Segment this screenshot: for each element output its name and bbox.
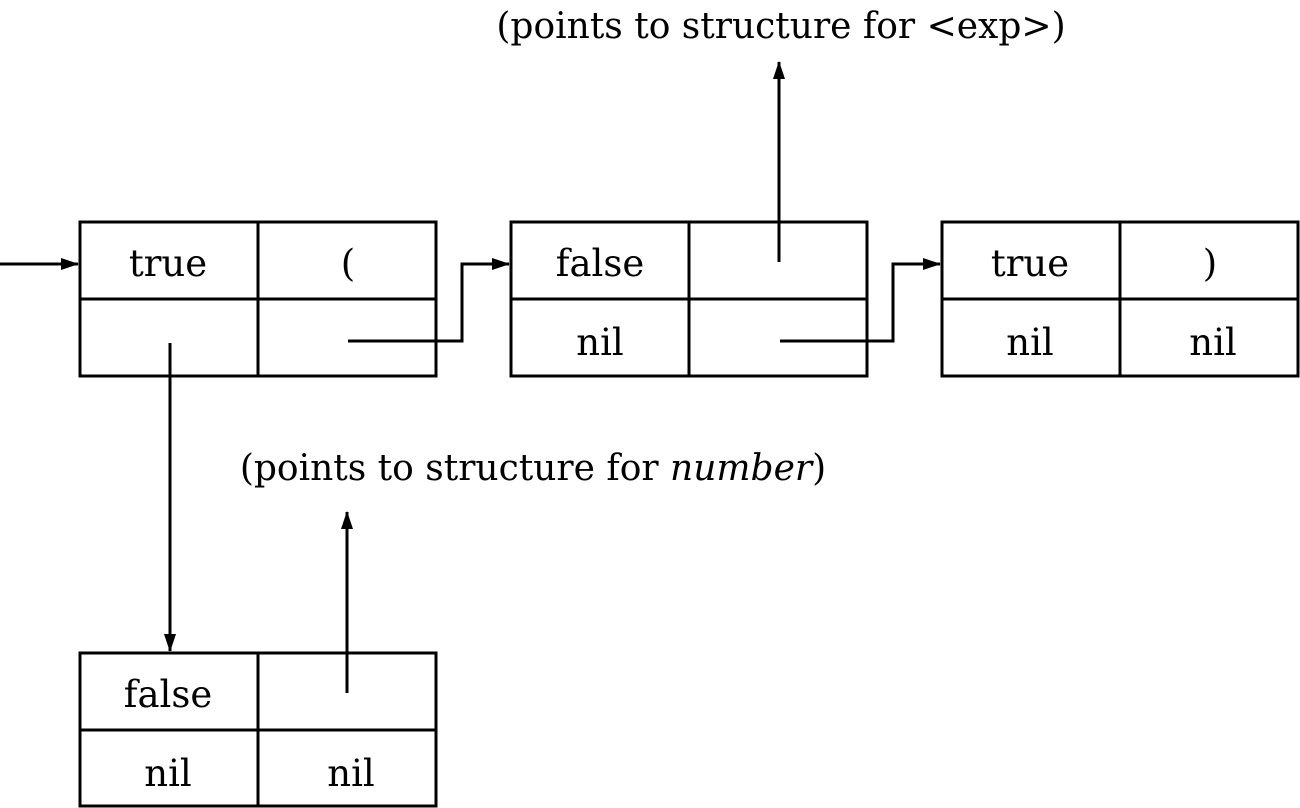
node-1-tag: true xyxy=(129,242,207,285)
node-4: false nil nil xyxy=(78,651,438,808)
node-3: true ) nil nil xyxy=(940,220,1300,378)
node-1: true ( xyxy=(78,220,438,378)
node-2-tag: false xyxy=(556,242,644,285)
node-3-next: nil xyxy=(1189,321,1237,364)
node-2: false nil xyxy=(509,220,869,378)
node-3-tag: true xyxy=(991,242,1069,285)
node-1-to-node-2-arrow xyxy=(348,258,510,343)
node-2-to-node-3-arrow xyxy=(780,258,941,343)
node-4-next: nil xyxy=(327,752,375,795)
node-4-link: nil xyxy=(144,752,192,795)
number-caption: (points to structure for number) xyxy=(240,448,826,489)
node-2-link: nil xyxy=(576,321,624,364)
node-4-tag: false xyxy=(124,673,212,716)
node-3-link: nil xyxy=(1006,321,1054,364)
node-3-value: ) xyxy=(1203,242,1217,285)
node-1-value: ( xyxy=(341,242,355,285)
exp-caption: (points to structure for <exp>) xyxy=(496,6,1065,47)
